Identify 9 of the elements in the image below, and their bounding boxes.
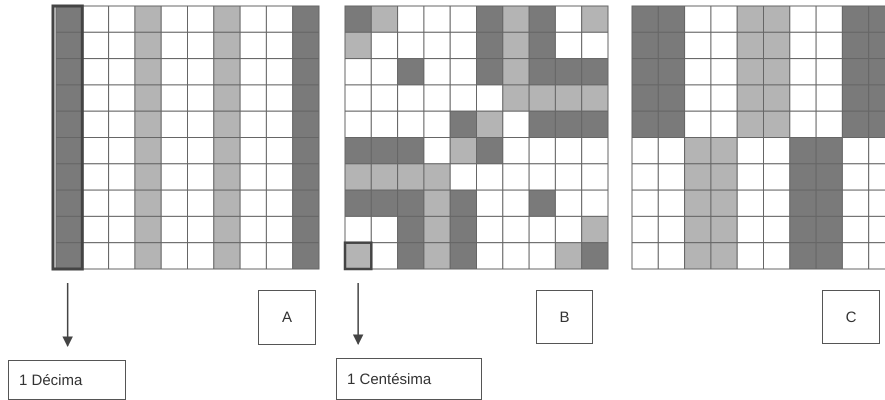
label-box: 1 Décima: [8, 360, 126, 400]
label-box: 1 Centésima: [336, 358, 482, 400]
letter-label-box: B: [536, 290, 593, 344]
highlighted-column: [52, 4, 84, 270]
highlighted-cell: [344, 241, 373, 270]
letter-label-box: A: [258, 290, 316, 345]
arrow: [352, 283, 364, 346]
arrow: [62, 283, 73, 348]
letter-label-box: C: [822, 290, 880, 344]
